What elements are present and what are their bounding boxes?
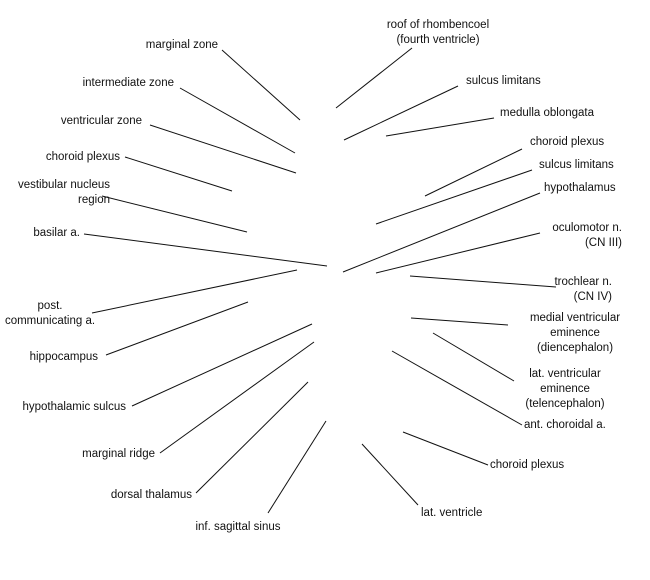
leader-line-medulla-oblongata (385, 117, 495, 137)
label-inf-sagittal-sinus: inf. sagittal sinus (195, 521, 281, 533)
label-oculomotor-n: oculomotor n. (CN III) (552, 222, 622, 249)
leader-line-choroid-plexus-right-upper (424, 148, 523, 197)
label-hippocampus: hippocampus (29, 351, 98, 363)
label-hypothalamus: hypothalamus (544, 182, 616, 194)
label-basilar-a: basilar a. (33, 227, 80, 239)
label-sulcus-limitans-lower: sulcus limitans (539, 159, 614, 171)
leader-line-hippocampus (105, 301, 249, 356)
label-choroid-plexus-left: choroid plexus (45, 151, 120, 163)
leader-line-lat-ventricular-eminence (432, 332, 515, 382)
leader-line-medial-ventricular-eminence (410, 317, 509, 326)
label-post-communicating-a: post. communicating a. (4, 300, 96, 327)
leader-line-intermediate-zone (179, 87, 296, 154)
leader-line-hypothalamic-sulcus (131, 323, 313, 407)
leader-line-vestibular-nucleus-region (101, 195, 248, 233)
label-lat-ventricular-eminence: lat. ventricular eminence (telencephalon… (525, 368, 605, 410)
leader-line-basilar-a (83, 233, 328, 267)
label-marginal-ridge: marginal ridge (82, 448, 155, 460)
label-trochlear-n: trochlear n. (CN IV) (554, 276, 612, 303)
leader-line-lat-ventricle (361, 443, 419, 506)
label-medulla-oblongata: medulla oblongata (500, 107, 594, 119)
label-medial-ventricular-eminence: medial ventricular eminence (diencephalo… (529, 312, 621, 354)
leader-line-ant-choroidal-a (391, 350, 523, 426)
leader-line-choroid-plexus-left (124, 156, 233, 192)
leader-line-oculomotor-n (375, 232, 541, 274)
label-choroid-plexus-right-upper: choroid plexus (530, 136, 605, 148)
leader-line-sulcus-limitans-upper (343, 85, 459, 141)
leader-line-choroid-plexus-right-lower (402, 431, 489, 466)
leader-line-ventricular-zone (149, 124, 297, 174)
label-ventricular-zone: ventricular zone (60, 115, 142, 127)
label-sulcus-limitans-upper: sulcus limitans (466, 75, 541, 87)
label-ant-choroidal-a: ant. choroidal a. (524, 419, 606, 431)
label-choroid-plexus-right-lower: choroid plexus (490, 459, 565, 471)
leader-line-dorsal-thalamus (195, 381, 309, 494)
label-vestibular-nucleus-region: vestibular nucleus region (17, 179, 110, 206)
leader-line-marginal-zone (221, 49, 301, 121)
leader-line-marginal-ridge (159, 341, 315, 454)
label-hypothalamic-sulcus: hypothalamic sulcus (22, 401, 126, 413)
leader-line-post-communicating-a (91, 269, 298, 314)
leader-line-inf-sagittal-sinus (267, 420, 327, 514)
leader-line-hypothalamus (342, 192, 541, 273)
label-lat-ventricle: lat. ventricle (421, 507, 483, 519)
label-marginal-zone: marginal zone (145, 39, 218, 51)
leader-line-roof-of-rhombencoel (335, 47, 413, 109)
label-roof-of-rhombencoel: roof of rhombencoel (fourth ventricle) (386, 19, 490, 46)
leader-line-sulcus-limitans-lower (375, 169, 533, 225)
leader-line-trochlear-n (409, 275, 557, 288)
label-dorsal-thalamus: dorsal thalamus (110, 489, 192, 501)
label-intermediate-zone: intermediate zone (82, 77, 174, 89)
